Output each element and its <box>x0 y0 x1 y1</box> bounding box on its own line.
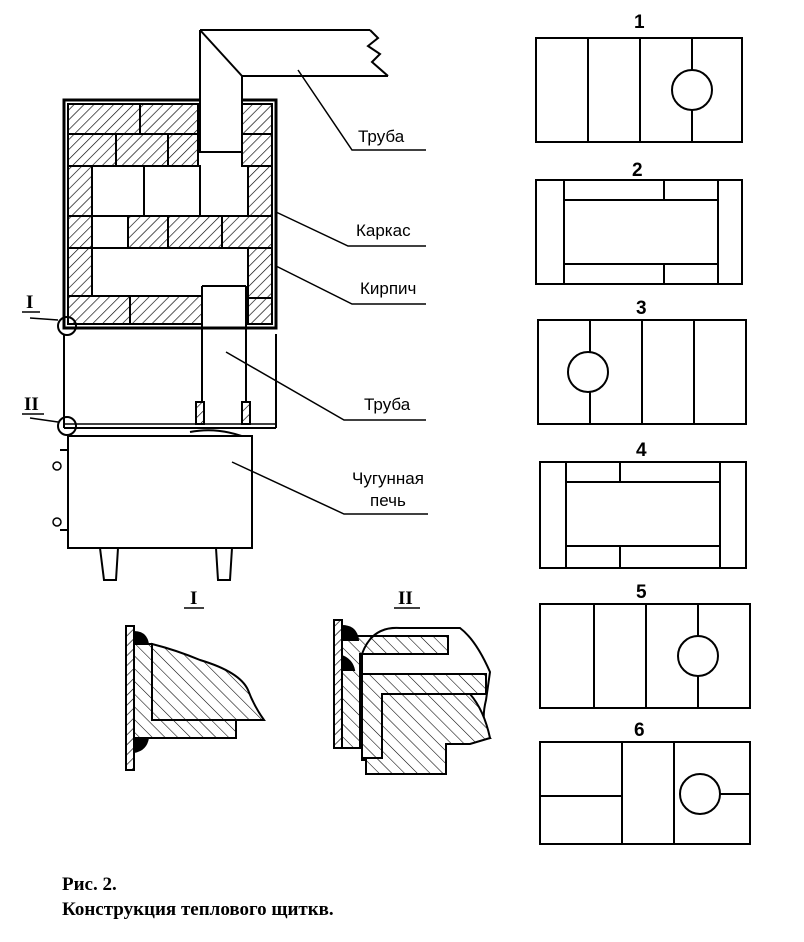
layer-plan-5 <box>539 603 751 709</box>
leader-lines <box>225 69 428 515</box>
detail-i <box>125 625 266 771</box>
label-stove-line2: печь <box>370 491 406 510</box>
layer-plan-4 <box>539 461 747 569</box>
layer-number-6: 6 <box>634 720 645 741</box>
label-pipe-mid: Труба <box>364 395 411 414</box>
roman-ii-detail: II <box>398 588 413 609</box>
layer-plan-6 <box>539 741 751 845</box>
label-frame: Каркас <box>356 221 411 240</box>
layer-number-1: 1 <box>634 12 645 33</box>
brick-row-middle <box>91 165 273 249</box>
brick-columns <box>67 165 273 325</box>
main-assembly <box>29 29 389 581</box>
roman-ii-left: II <box>24 394 39 415</box>
label-pipe-top: Труба <box>358 127 405 146</box>
detail-marker-ii <box>57 416 77 436</box>
layer-number-2: 2 <box>632 160 643 181</box>
label-brick: Кирпич <box>360 279 416 298</box>
detail-ii <box>333 619 492 775</box>
roman-i-left: I <box>26 292 33 313</box>
cast-iron-stove <box>67 435 253 549</box>
figure-caption: Конструкция теплового щиткв. <box>62 899 334 920</box>
frame-outline <box>62 98 278 330</box>
layer-number-5: 5 <box>636 582 647 603</box>
layer-plan-3 <box>537 319 747 425</box>
upper-pipe <box>199 29 389 153</box>
layer-number-3: 3 <box>636 298 647 319</box>
brick-row-bottom <box>67 295 203 325</box>
layer-plans <box>535 37 751 845</box>
layer-plan-2 <box>535 179 743 285</box>
figure-number: Рис. 2. <box>62 874 117 895</box>
layer-plan-1 <box>535 37 743 143</box>
label-stove-line1: Чугунная <box>352 469 424 488</box>
detail-marker-i <box>57 316 77 336</box>
roman-i-detail: I <box>190 588 197 609</box>
layer-number-4: 4 <box>636 440 647 461</box>
